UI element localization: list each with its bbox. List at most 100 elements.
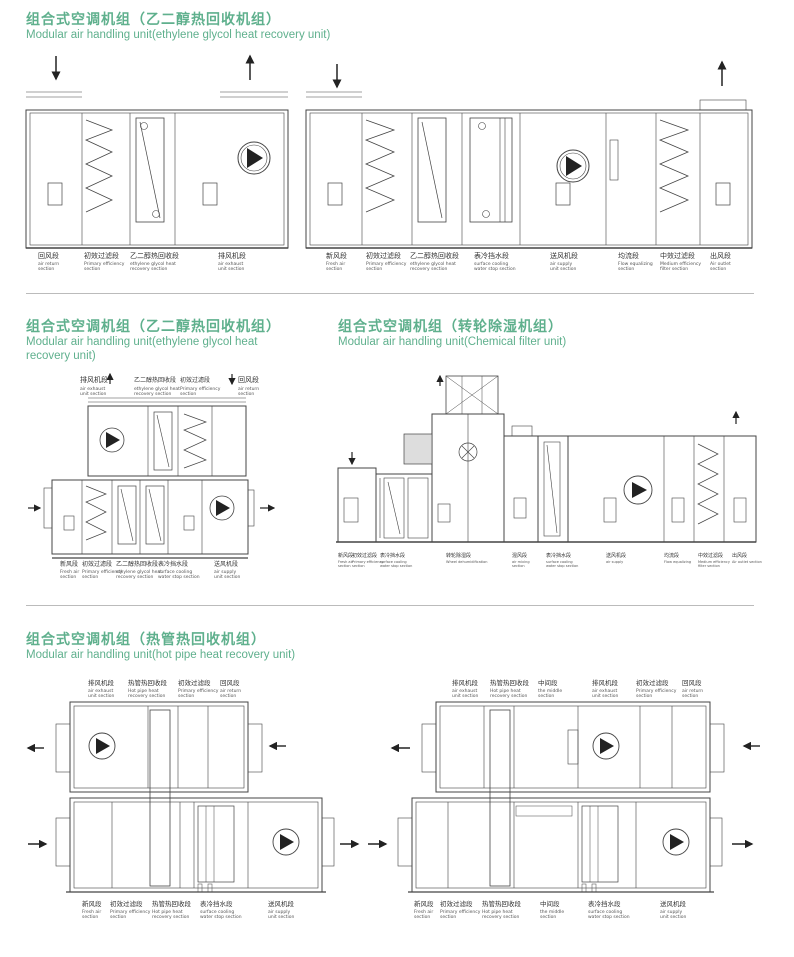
s4lb-label-1-en2: section xyxy=(110,914,126,920)
s4rt-label-4-cn: 初效过滤段 xyxy=(636,678,669,687)
s1r-label-6-en1: Medium efficiency xyxy=(660,261,701,267)
s2b-label-4-cn: 送风机段 xyxy=(214,560,238,568)
s3-label-6-en1: air supply xyxy=(606,560,623,564)
s3-labels: 新风段 Fresh air section 初效过滤段 Primary effi… xyxy=(338,552,762,568)
s4-right-arrows xyxy=(368,741,760,849)
s1-left-arrows xyxy=(51,54,255,81)
s2b-label-1-cn: 初效过滤段 xyxy=(82,560,112,568)
s1r-label-7-en2: section xyxy=(710,266,726,272)
s2b-label-3-en1: surface cooling xyxy=(158,569,192,575)
s4lb-label-0-en2: section xyxy=(82,914,98,920)
s3-label-1-en1: Primary efficiency xyxy=(352,560,383,564)
s1r-label-5-cn: 均流段 xyxy=(618,251,639,260)
s1r-label-1-en2: section xyxy=(366,266,382,272)
s4rt-label-1-en1: Hot pipe heat xyxy=(490,688,521,694)
s2b-label-1-en1: Primary efficiency xyxy=(82,569,123,575)
s1l-label-3-en2: unit section xyxy=(218,266,245,272)
divider-2 xyxy=(26,605,754,606)
s4lb-label-2-en1: Hot pipe heat xyxy=(152,909,183,915)
s1l-label-0-en1: air return xyxy=(38,261,59,267)
s4lt-label-0-cn: 排风机段 xyxy=(88,678,115,687)
s4lt-label-3-en1: air return xyxy=(220,688,241,694)
s4lb-label-2-cn: 热管热回收段 xyxy=(152,899,192,908)
s1-right-unit xyxy=(305,91,753,249)
s4lb-label-3-en1: surface cooling xyxy=(200,909,234,915)
s2b-label-4-en1: air supply xyxy=(214,569,236,575)
s4rt-label-0-en2: unit section xyxy=(452,693,479,699)
s1l-label-2-en2: recovery section xyxy=(130,266,167,272)
s4lt-label-2-en2: section xyxy=(178,693,194,699)
s4lt-label-0-en1: air exhaust xyxy=(88,688,113,694)
s4rt-label-3-en2: unit section xyxy=(592,693,619,699)
s4rt-label-4-en1: Primary efficiency xyxy=(636,688,677,694)
s2b-label-3-cn: 表冷挡水段 xyxy=(158,560,188,568)
s1l-label-2-cn: 乙二醇热回收段 xyxy=(130,251,179,260)
s4rb-label-1-en2: section xyxy=(440,914,456,920)
s3-label-1-en2: section xyxy=(352,564,365,568)
section3-title-en: Modular air handling unit(Chemical filte… xyxy=(338,336,567,348)
s4-left-unit xyxy=(55,701,335,893)
s2-arrows xyxy=(28,372,276,512)
s3-label-2-en2: water stop section xyxy=(380,564,412,568)
section2-title-cn: 组合式空调机组（乙二醇热回收机组） xyxy=(26,319,281,335)
s4rb-label-0-en2: section xyxy=(414,914,430,920)
s2-top-labels: 排风机段 air exhaust unit section 乙二醇热回收段 et… xyxy=(80,375,259,397)
s4rb-label-5-cn: 送风机段 xyxy=(660,899,687,908)
s1l-label-3-cn: 排风机段 xyxy=(218,251,246,260)
s1r-label-3-en2: water stop section xyxy=(474,266,516,272)
s3-label-0-en1: Fresh air xyxy=(338,560,354,564)
s4rt-label-2-cn: 中间段 xyxy=(538,678,558,687)
s4-left-arrows xyxy=(26,741,360,849)
s3-label-4-en2: section xyxy=(512,564,525,568)
s4rb-label-3-en1: the middle xyxy=(540,909,564,915)
s2b-label-3-en2: water stop section xyxy=(158,574,200,580)
s1-left-unit xyxy=(25,91,289,249)
s1r-label-0-cn: 新风段 xyxy=(326,251,347,260)
s4rt-label-4-en2: section xyxy=(636,693,652,699)
s4-right-top-labels: 排风机段 air exhaust unit section 热管热回收段 Hot… xyxy=(452,678,703,699)
s1l-label-0-cn: 回风段 xyxy=(38,251,59,260)
s4lb-label-3-cn: 表冷挡水段 xyxy=(200,899,233,908)
s3-label-8-cn: 中效过滤段 xyxy=(698,552,723,559)
divider-1 xyxy=(26,293,754,294)
s4-left-bottom-labels: 新风段 Fresh air section 初效过滤段 Primary effi… xyxy=(82,899,295,920)
s4rt-label-3-cn: 排风机段 xyxy=(592,678,619,687)
s4lb-label-4-en1: air supply xyxy=(268,909,290,915)
s3-label-0-cn: 新风段 xyxy=(338,552,353,559)
s3-label-4-cn: 混风段 xyxy=(512,552,527,559)
s3-label-6-cn: 送风机段 xyxy=(606,552,626,559)
s1r-label-2-en1: ethylene glycol heat xyxy=(410,261,456,267)
s2t-label-1-en1: ethylene glycol heat xyxy=(134,386,180,392)
s3-label-7-en1: Flow equalizing xyxy=(664,560,691,564)
s4rt-label-1-cn: 热管热回收段 xyxy=(490,678,530,687)
s4rt-label-2-en2: section xyxy=(538,693,554,699)
s4lt-label-1-en2: recovery section xyxy=(128,693,165,699)
s3-arrows xyxy=(348,374,740,466)
s2b-label-2-en1: ethylene glycol heat xyxy=(116,569,162,575)
s1-left-labels: 回风段 air return section 初效过滤段 Primary eff… xyxy=(38,251,246,272)
s2-unit xyxy=(43,397,255,559)
s1r-label-0-en2: section xyxy=(326,266,342,272)
s4-right-bottom-labels: 新风段 Fresh air section 初效过滤段 Primary effi… xyxy=(414,899,687,920)
s4lb-label-0-en1: Fresh air xyxy=(82,909,101,915)
s2t-label-0-en1: air exhaust xyxy=(80,386,105,392)
s4rt-label-5-en1: air return xyxy=(682,688,703,694)
s4rt-label-0-en1: air exhaust xyxy=(452,688,477,694)
s4lb-label-2-en2: recovery section xyxy=(152,914,189,920)
s1r-label-6-cn: 中效过滤段 xyxy=(660,251,695,260)
s4rb-label-2-en1: Hot pipe heat xyxy=(482,909,513,915)
s4rb-label-5-en2: unit section xyxy=(660,914,687,920)
s2b-label-0-cn: 新风段 xyxy=(60,560,78,568)
s3-label-9-en1: Air outlet section xyxy=(732,560,762,564)
s3-label-5-cn: 表冷挡水段 xyxy=(546,552,571,559)
s4lt-label-0-en2: unit section xyxy=(88,693,115,699)
s1r-label-5-en2: section xyxy=(618,266,634,272)
s4rt-label-2-en1: the middle xyxy=(538,688,562,694)
s1l-label-1-cn: 初效过滤段 xyxy=(84,251,119,260)
s1-right-labels: 新风段 Fresh air section 初效过滤段 Primary effi… xyxy=(326,251,731,272)
s2t-label-3-en1: air return xyxy=(238,386,259,392)
s4rt-label-1-en2: recovery section xyxy=(490,693,527,699)
s1l-label-3-en1: air exhaust xyxy=(218,261,243,267)
s1r-label-5-en1: Flow equalizing xyxy=(618,261,653,267)
